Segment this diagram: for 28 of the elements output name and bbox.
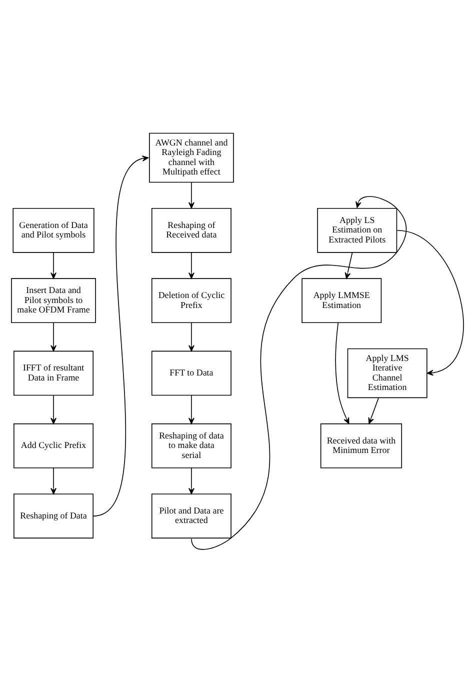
arrow xyxy=(368,398,379,424)
arrow xyxy=(188,394,194,424)
node-box: Insert Data and Pilot symbols to make OFDM Frame xyxy=(11,278,96,324)
arrow xyxy=(93,155,149,516)
node-box: Add Cyclic Prefix xyxy=(14,423,94,468)
arrow xyxy=(344,252,353,279)
node-box: Reshaping of Data xyxy=(14,494,94,538)
arrow xyxy=(188,182,194,209)
arrow xyxy=(188,468,194,494)
node-box: Reshaping of Received data xyxy=(151,208,232,253)
arrow xyxy=(396,230,464,376)
node-box: Reshaping of data to make data serial xyxy=(151,423,232,468)
arrow xyxy=(50,322,56,352)
arrow xyxy=(50,252,56,279)
node-box: Received data with Minimum Error xyxy=(320,423,402,468)
arrow xyxy=(50,468,56,494)
arrow xyxy=(188,322,194,352)
node-box: Generation of Data and Pilot symbols xyxy=(12,208,94,253)
node-box: Apply LS Estimation on Extracted Pilots xyxy=(317,208,398,253)
node-box: AWGN channel and Rayleigh Fading channel with Multipath effect xyxy=(149,132,234,183)
node-box: IFFT of resultant Data in Frame xyxy=(14,350,94,396)
node-box: Pilot and Data are extracted xyxy=(151,494,232,538)
arrow xyxy=(188,252,194,279)
node-box: FFT to Data xyxy=(151,350,232,396)
node-box: Apply LMS Iterative Channel Estimation xyxy=(347,348,428,398)
arrow xyxy=(50,394,56,424)
node-box: Deletion of Cyclic Prefix xyxy=(151,278,232,324)
node-box: Apply LMMSE Estimation xyxy=(302,278,382,324)
